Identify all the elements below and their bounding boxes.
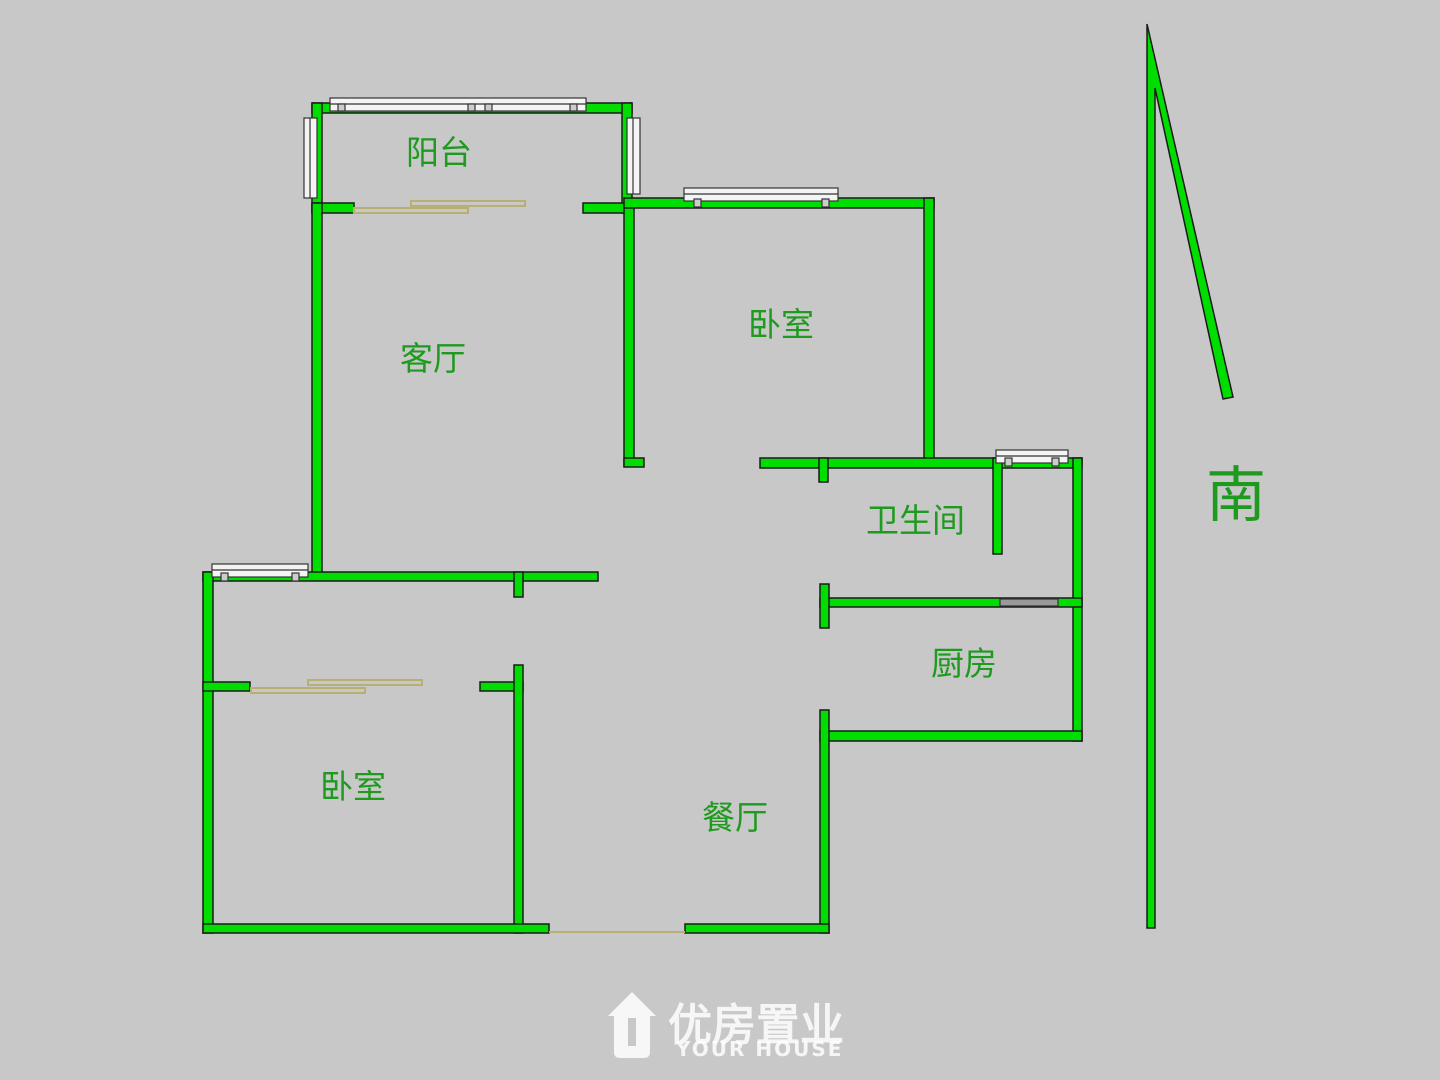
sliding-door-bedroom-a [250,687,366,694]
label-kitchen: 厨房 [931,644,997,683]
watermark-logo: 优房置业 YOUR HOUSE [608,992,844,1061]
wall-living-stub [623,457,645,468]
sliding-door-balcony-b [410,200,526,207]
wall-south-right [684,923,830,934]
doors [250,200,685,933]
label-bathroom: 卫生间 [866,501,965,540]
wall-bed2-right [513,664,524,934]
wall-bed2-mid-left [202,681,251,692]
label-balcony: 阳台 [406,133,472,172]
label-bedroom-north: 卧室 [748,305,814,344]
wall-bed2-left [202,571,214,934]
sliding-door-balcony-a [353,207,469,214]
wall-bath-stub [818,457,829,483]
windows [211,97,1069,607]
compass-arrow-icon [1146,23,1234,929]
wall-dining-right [819,709,830,934]
watermark-brand: 优房置业 [668,1000,844,1051]
wall-kitchen-bottom [819,730,1083,742]
compass-label: 南 [1206,461,1266,531]
wall-south-left [202,923,550,934]
label-living-room: 客厅 [400,339,466,378]
sliding-door-bedroom-b [307,679,423,686]
watermark-tagline: YOUR HOUSE [675,1037,843,1061]
wall-bed2-top-stub [513,571,524,598]
wall-living-left [311,202,323,579]
wall-kitchen-door-stub [819,583,830,629]
label-dining-room: 餐厅 [702,798,768,837]
wall-bath-inner [992,457,1003,555]
label-bedroom-south: 卧室 [320,767,386,806]
window-kitchen-partition [999,598,1059,607]
wall-bed1-right [923,197,935,467]
walls [202,102,1083,934]
wall-living-right [623,202,635,467]
